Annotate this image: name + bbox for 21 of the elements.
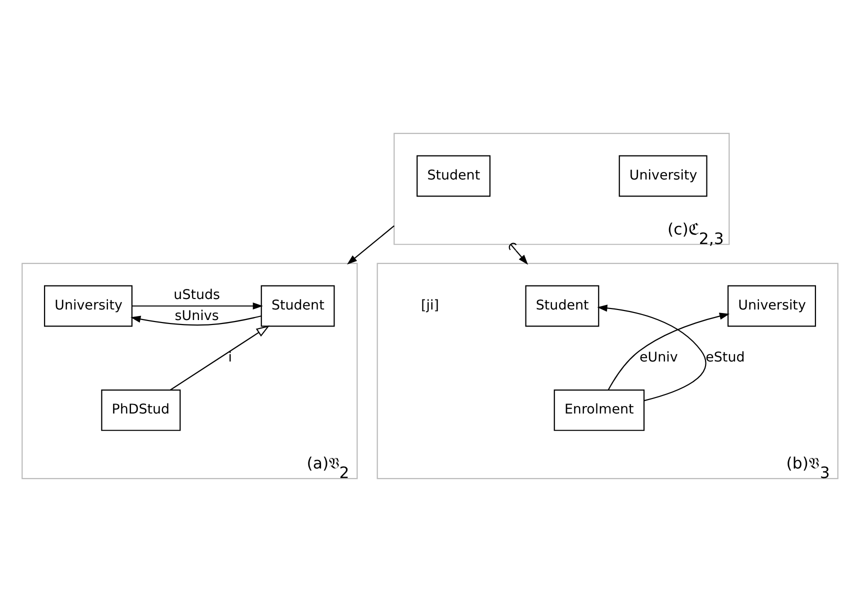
edge-label: uStuds xyxy=(174,287,220,302)
edge-label: i xyxy=(228,350,232,366)
arrow xyxy=(132,302,263,310)
arrow xyxy=(170,324,270,390)
arrow xyxy=(130,314,262,326)
node-box: University xyxy=(44,284,132,326)
node-box: Student xyxy=(525,284,600,326)
node-box: University xyxy=(618,154,708,196)
arrow xyxy=(347,224,394,264)
arrow xyxy=(508,242,528,264)
node-box: University xyxy=(728,284,816,326)
arrow xyxy=(608,312,730,390)
node-box: Enrolment xyxy=(554,388,645,430)
edge-label: eStud xyxy=(706,350,745,366)
node-box: Student xyxy=(260,284,335,326)
arrow xyxy=(597,304,706,401)
label: [ji] xyxy=(421,298,439,313)
edge-label: sUnivs xyxy=(174,308,219,324)
node-box: PhDStud xyxy=(101,388,181,430)
edge-label: eUniv xyxy=(640,350,678,366)
node-box: Student xyxy=(416,154,490,196)
